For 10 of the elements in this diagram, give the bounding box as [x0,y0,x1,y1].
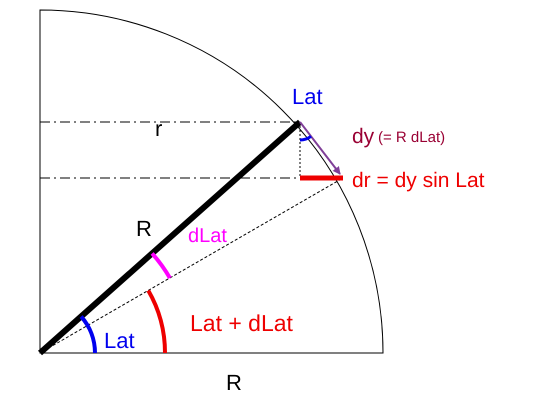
angle-label: Lat [104,330,135,352]
angle-label: Lat + dLat [190,312,293,335]
formula-label: dr = dy sin Lat [352,170,484,191]
angle-label: dLat [188,226,227,246]
radius-label: r [155,118,162,140]
formula-label: (= R dLat) [378,130,446,145]
radius-label: R [136,218,152,240]
radius-label: R [226,372,242,394]
formula-label: dy [352,126,374,147]
angle-label: Lat [292,86,323,108]
